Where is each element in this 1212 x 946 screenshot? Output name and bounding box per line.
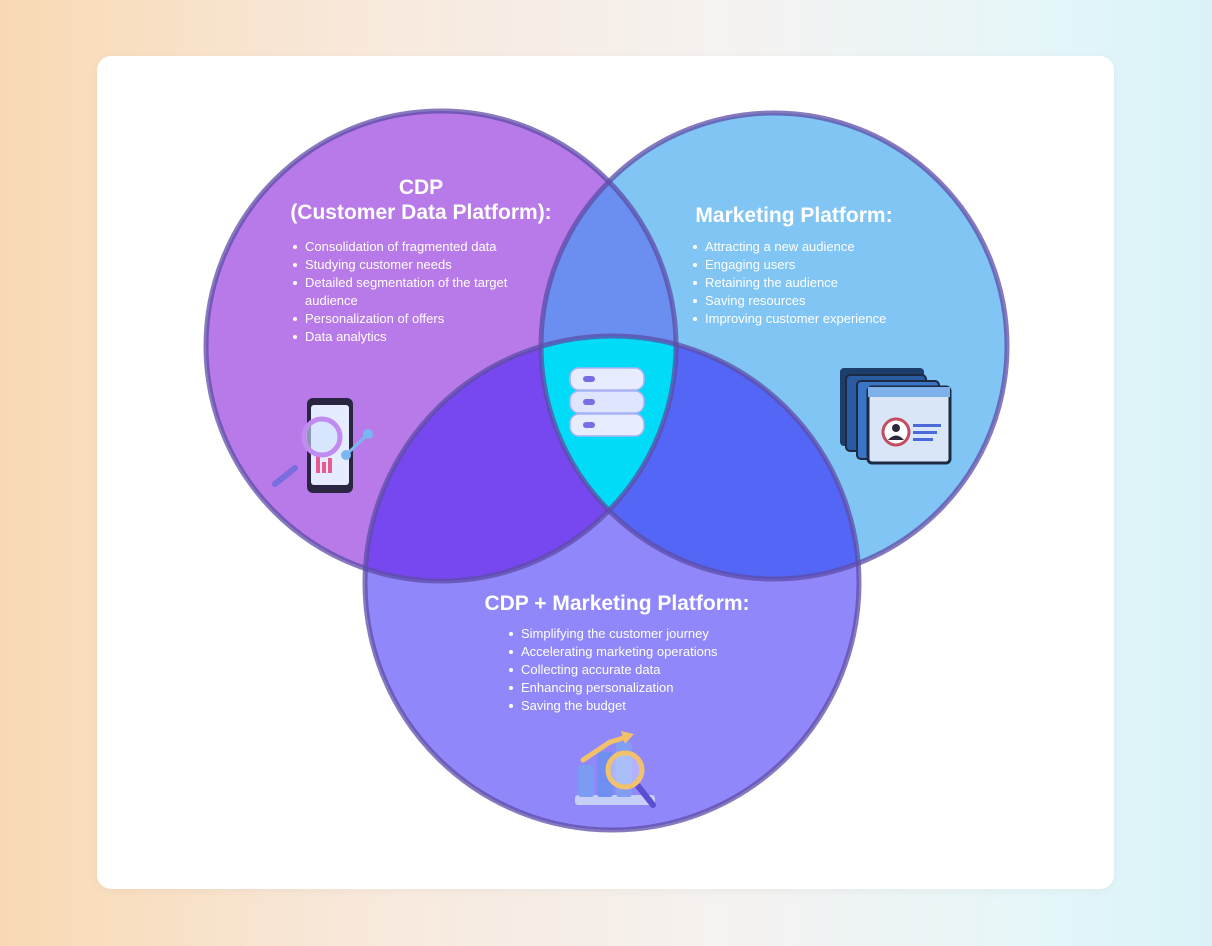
phone-magnifier-analytics-icon bbox=[272, 398, 373, 493]
overlap-cdp-combined bbox=[365, 336, 676, 581]
combined-benefits-list: Simplifying the customer journey Acceler… bbox=[507, 625, 757, 715]
marketing-title: Marketing Platform: bbox=[695, 204, 893, 227]
server-stack-icon bbox=[569, 367, 645, 437]
list-item: Personalization of offers bbox=[291, 310, 541, 328]
list-item-continuation: audience bbox=[305, 293, 358, 308]
browser-windows-user-icon bbox=[840, 368, 952, 465]
cdp-benefits-list: Consolidation of fragmented data Studyin… bbox=[291, 238, 541, 346]
chart-magnifier-growth-icon bbox=[575, 731, 656, 808]
list-item: Improving customer experience bbox=[691, 310, 931, 328]
overlap-marketing-combined bbox=[541, 336, 859, 579]
list-item: Accelerating marketing operations bbox=[507, 643, 757, 661]
cdp-title: CDP (Customer Data Platform): bbox=[284, 175, 558, 225]
list-item: Retaining the audience bbox=[691, 274, 931, 292]
marketing-benefits-list: Attracting a new audience Engaging users… bbox=[691, 238, 931, 328]
list-item: Saving the budget bbox=[507, 697, 757, 715]
list-item: Attracting a new audience bbox=[691, 238, 931, 256]
list-item: Simplifying the customer journey bbox=[507, 625, 757, 643]
list-item: Collecting accurate data bbox=[507, 661, 757, 679]
list-item: Detailed segmentation of the target bbox=[291, 274, 541, 292]
list-item: Enhancing personalization bbox=[507, 679, 757, 697]
list-item: Data analytics bbox=[291, 328, 541, 346]
list-item: Studying customer needs bbox=[291, 256, 541, 274]
list-item: Consolidation of fragmented data bbox=[291, 238, 541, 256]
list-item: Saving resources bbox=[691, 292, 931, 310]
combined-title: CDP + Marketing Platform: bbox=[484, 592, 750, 615]
cdp-title-line2: (Customer Data Platform): bbox=[290, 201, 552, 224]
list-item: Engaging users bbox=[691, 256, 931, 274]
cdp-title-line1: CDP bbox=[398, 176, 444, 199]
